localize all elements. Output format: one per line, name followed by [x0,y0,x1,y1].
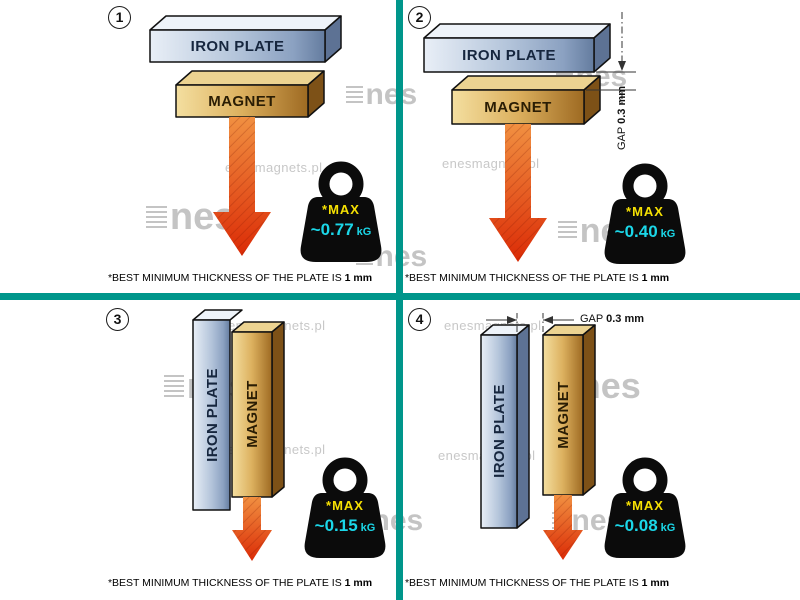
enes-logo-bars [346,86,363,104]
panel-3-graphics [192,309,386,561]
iron-plate-label: IRON PLATE [490,384,508,478]
iron-plate-shape [192,309,243,511]
caption: *BEST MINIMUM THICKNESS OF THE PLATE IS … [400,577,674,589]
divider-vertical [396,0,403,600]
panel-1-graphics [149,15,382,262]
weight-icon [604,457,686,558]
weight-icon [304,457,386,558]
weight-max-label: *MAX [626,204,664,219]
caption: *BEST MINIMUM THICKNESS OF THE PLATE IS … [400,272,674,284]
weight-value: ~0.08 [614,515,658,535]
gap-label-text: GAP [580,313,604,325]
panel-4-graphics [480,313,686,560]
caption-bold: 1 mm [641,577,670,589]
enes-logo-bars [146,205,167,229]
force-arrow-icon [213,117,271,256]
panel-number: 4 [408,308,431,331]
divider-horizontal [0,293,800,300]
enes-logo: nes [346,80,417,110]
weight-value: ~0.40 [614,221,658,241]
iron-plate-label: IRON PLATE [203,368,221,462]
weight-icon [604,163,686,264]
enes-logo-bars [558,220,577,242]
weight-unit: kG [660,227,676,240]
magnet-label: MAGNET [243,380,261,448]
force-arrow-icon [232,497,272,561]
enes-logo-bars [164,375,184,397]
enes-logo-text: nes [365,78,418,111]
gap-label-value: 0.3 mm [616,85,628,124]
caption-bold: 1 mm [641,272,670,284]
magnet-label: MAGNET [208,92,276,110]
panel-number: 3 [106,308,129,331]
caption-text: *BEST MINIMUM THICKNESS OF THE PLATE IS [404,272,639,284]
weight-max-label: *MAX [322,202,360,217]
caption-bold: 1 mm [344,272,373,284]
weight-value: ~0.15 [314,515,358,535]
caption: *BEST MINIMUM THICKNESS OF THE PLATE IS … [80,272,400,284]
iron-plate-label: IRON PLATE [190,37,285,55]
iron-plate-shape [423,23,611,73]
magnet-shape [542,324,596,496]
iron-plate-label: IRON PLATE [462,46,556,64]
force-arrow-icon [543,495,583,560]
panel-4: 4 IRON PLATE MAGNET GAP 0.3 mm *MAX ~0.0… [400,300,800,600]
gap-label: GAP 0.3 mm [616,55,628,150]
magnet-label: MAGNET [484,98,552,116]
panel-number: 2 [408,6,431,29]
panel-2-graphics [423,12,686,264]
weight-unit: kG [356,225,372,238]
magnet-shape [451,75,601,125]
caption-text: *BEST MINIMUM THICKNESS OF THE PLATE IS [404,577,639,589]
gap-dimension-lines [486,313,574,332]
force-arrow-icon [489,124,547,262]
magnet-shape [231,321,285,498]
gap-label-value: 0.3 mm [606,313,645,325]
caption-text: *BEST MINIMUM THICKNESS OF THE PLATE IS [107,272,342,284]
panel-2: 2 IRON PLATE MAGNET GAP 0.3 mm *MAX ~0.4… [400,0,800,293]
gap-dimension-lines [586,12,636,106]
caption: *BEST MINIMUM THICKNESS OF THE PLATE IS … [80,577,400,589]
caption-bold: 1 mm [344,577,373,589]
gap-label: GAP 0.3 mm [580,313,644,325]
weight-unit: kG [660,521,676,534]
weight-value: ~0.77 [310,219,354,239]
iron-plate-shape [480,324,530,529]
magnet-label: MAGNET [554,381,572,449]
weight-unit: kG [360,521,376,534]
iron-plate-shape [149,15,342,63]
weight-max-label: *MAX [326,498,364,513]
weight-icon [300,161,382,262]
weight-max-label: *MAX [626,498,664,513]
panel-number: 1 [108,6,131,29]
caption-text: *BEST MINIMUM THICKNESS OF THE PLATE IS [107,577,342,589]
gap-label-text: GAP [616,126,628,150]
magnet-shape [175,70,325,118]
